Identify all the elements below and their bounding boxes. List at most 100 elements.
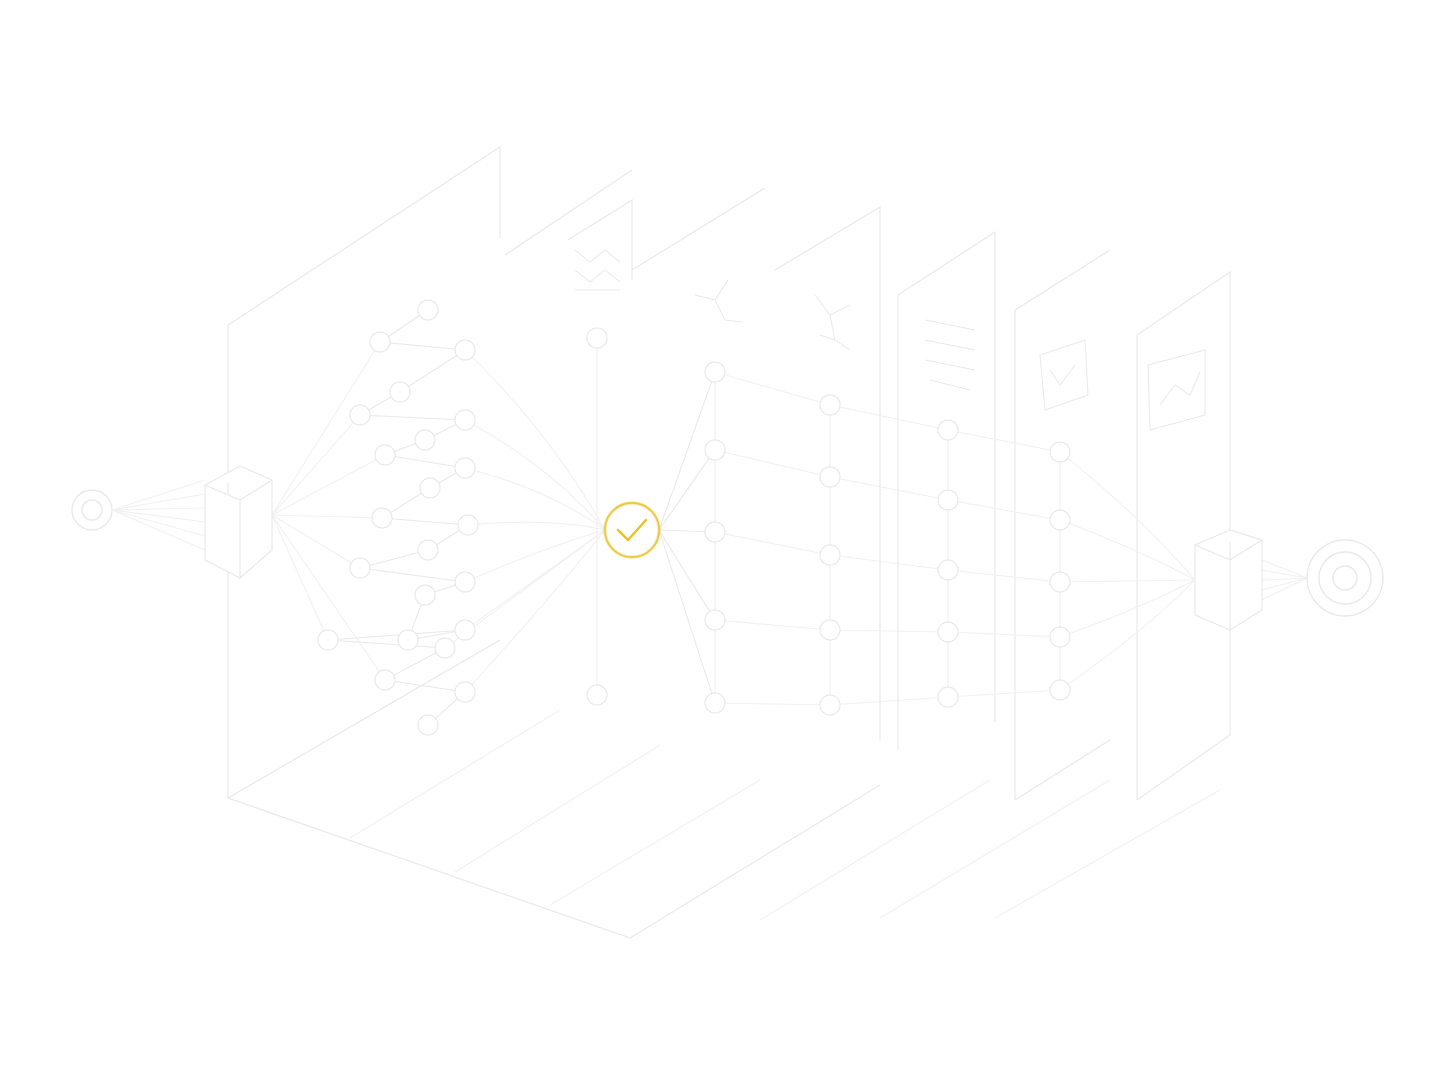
row-edge [947,689,1061,698]
network-node [819,544,841,566]
network-node [937,686,959,708]
end-edge [1261,577,1308,591]
network-node [419,477,441,499]
converge-edge [464,529,606,583]
start-edge [111,507,206,511]
network-node [1049,441,1071,463]
diverge-edge [658,449,716,531]
network-node [704,692,726,714]
hub-group [204,465,1263,631]
start-edge [111,493,206,511]
network-node [417,299,439,321]
floor-stripes [349,709,1221,921]
network-node [397,629,419,651]
network-node [819,694,841,716]
converge-edge [464,419,606,531]
mesh-edge [327,629,466,641]
merge-edge [1059,579,1196,638]
right-hub-cube [1194,529,1263,631]
row-edge [947,429,1061,453]
network-node [819,619,841,641]
row-edge [714,702,831,706]
diverge-edge [658,529,716,704]
hub-edge [271,414,361,516]
end-edge [1261,577,1308,581]
hub-edge [271,514,329,641]
network-node [417,714,439,736]
hub-edge [271,514,361,569]
mesh-edge [359,567,466,583]
row-edge [947,569,1061,583]
start-edge [111,509,206,523]
hub-edge [271,514,383,519]
network-node [414,429,436,451]
network-node [1049,679,1071,701]
divider-lines [596,338,1061,705]
network-node [819,466,841,488]
row-edge [829,629,949,633]
row-edge [829,554,949,571]
network-node [1049,509,1071,531]
end-edge [1261,577,1308,601]
edges-group [111,309,1308,726]
converge-edge [464,529,606,693]
diverge-edge [658,371,716,531]
converge-edge [464,349,606,531]
network-node [317,629,339,651]
network-node [704,361,726,383]
mesh-edge [359,549,429,569]
row-edge [947,631,1061,638]
network-node [454,409,476,431]
network-node [434,637,456,659]
start-edge [111,509,206,551]
hub-edge [271,454,386,516]
start-target-icon [71,489,113,531]
network-node [457,514,479,536]
network-node [454,681,476,703]
start-edge [111,509,206,537]
mesh-edge [399,349,466,393]
left-hub-cube [204,465,273,579]
mesh-edge [379,341,466,351]
end-edge [1261,569,1308,579]
network-node [937,419,959,441]
network-node [371,507,393,529]
network-node [937,489,959,511]
glyph-arrows [574,249,621,291]
end-target-icon [1306,539,1384,617]
network-node [819,394,841,416]
network-node [937,559,959,581]
column-panel-2 [631,187,881,740]
mesh-edge [359,414,466,421]
network-node [454,457,476,479]
network-node [374,669,396,691]
column-panel-4 [1014,249,1111,801]
start-edge [111,479,206,511]
network-node [704,521,726,543]
merge-edge [1059,519,1196,581]
hub-edge [271,514,386,681]
network-node [586,684,608,706]
background-planes [227,145,1231,939]
network-node [1049,571,1071,593]
end-edge [1261,559,1308,579]
glyph-molecule [814,294,851,351]
hub-edge [271,341,381,516]
merge-edge [1059,451,1196,581]
mesh-edge [381,517,469,526]
mesh-edge [384,679,466,693]
merge-edge [1059,579,1196,691]
glyph-grid [924,319,976,391]
column-glyphs [574,249,1206,431]
row-edge [714,619,831,631]
row-edge [829,696,949,706]
row-edge [829,404,949,431]
network-node [454,619,476,641]
converge-edge [464,467,606,531]
converge-edge [467,521,606,531]
row-edge [947,499,1061,521]
merge-edge [1059,579,1196,583]
network-node [586,327,608,349]
